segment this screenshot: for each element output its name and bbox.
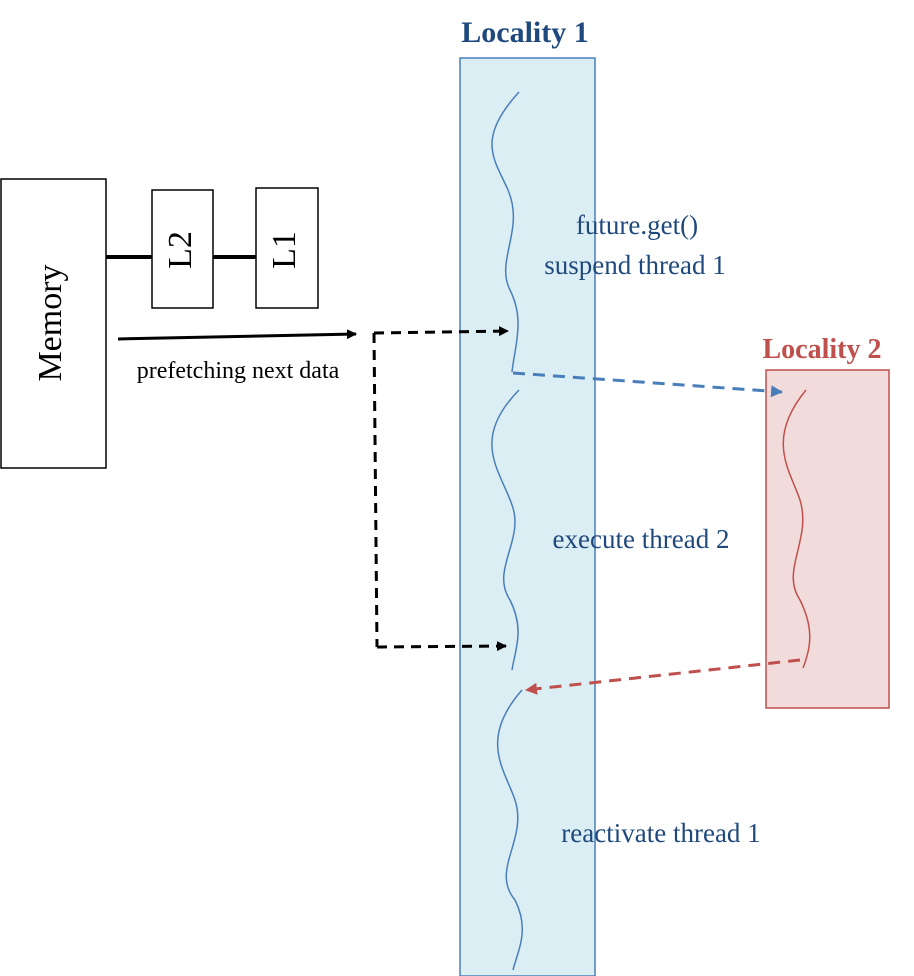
suspend-thread-label: suspend thread 1 (544, 250, 725, 280)
prefetch-label: prefetching next data (137, 358, 340, 384)
locality-1-title: Locality 1 (461, 16, 589, 49)
l1-cache-label: L1 (266, 231, 303, 269)
thread-1-resumed-line (496, 689, 524, 971)
thread-1-line (491, 91, 520, 373)
memory-box (0, 178, 107, 469)
l1-cache-box (255, 187, 319, 309)
execute-thread-label: execute thread 2 (553, 524, 730, 554)
thread-2-line (491, 389, 520, 671)
prefetch-dashed-path-vertical (372, 332, 379, 648)
prefetch-dashed-path-lower (376, 641, 507, 652)
future-get-label: future.get() (576, 210, 698, 240)
remote-call-arrow (512, 371, 783, 398)
l2-cache-label: L2 (162, 231, 199, 269)
return-result-arrow (525, 658, 801, 695)
l2-cache-box (151, 189, 214, 309)
locality-2-thread-line (782, 389, 811, 669)
locality-1-panel (459, 57, 596, 976)
locality-2-panel (765, 369, 890, 709)
prefetch-dashed-path-upper (373, 326, 509, 337)
memory-label: Memory (32, 264, 69, 381)
reactivate-thread-label: reactivate thread 1 (561, 818, 760, 848)
prefetch-arrow (117, 329, 357, 341)
locality-2-title: Locality 2 (763, 334, 882, 365)
